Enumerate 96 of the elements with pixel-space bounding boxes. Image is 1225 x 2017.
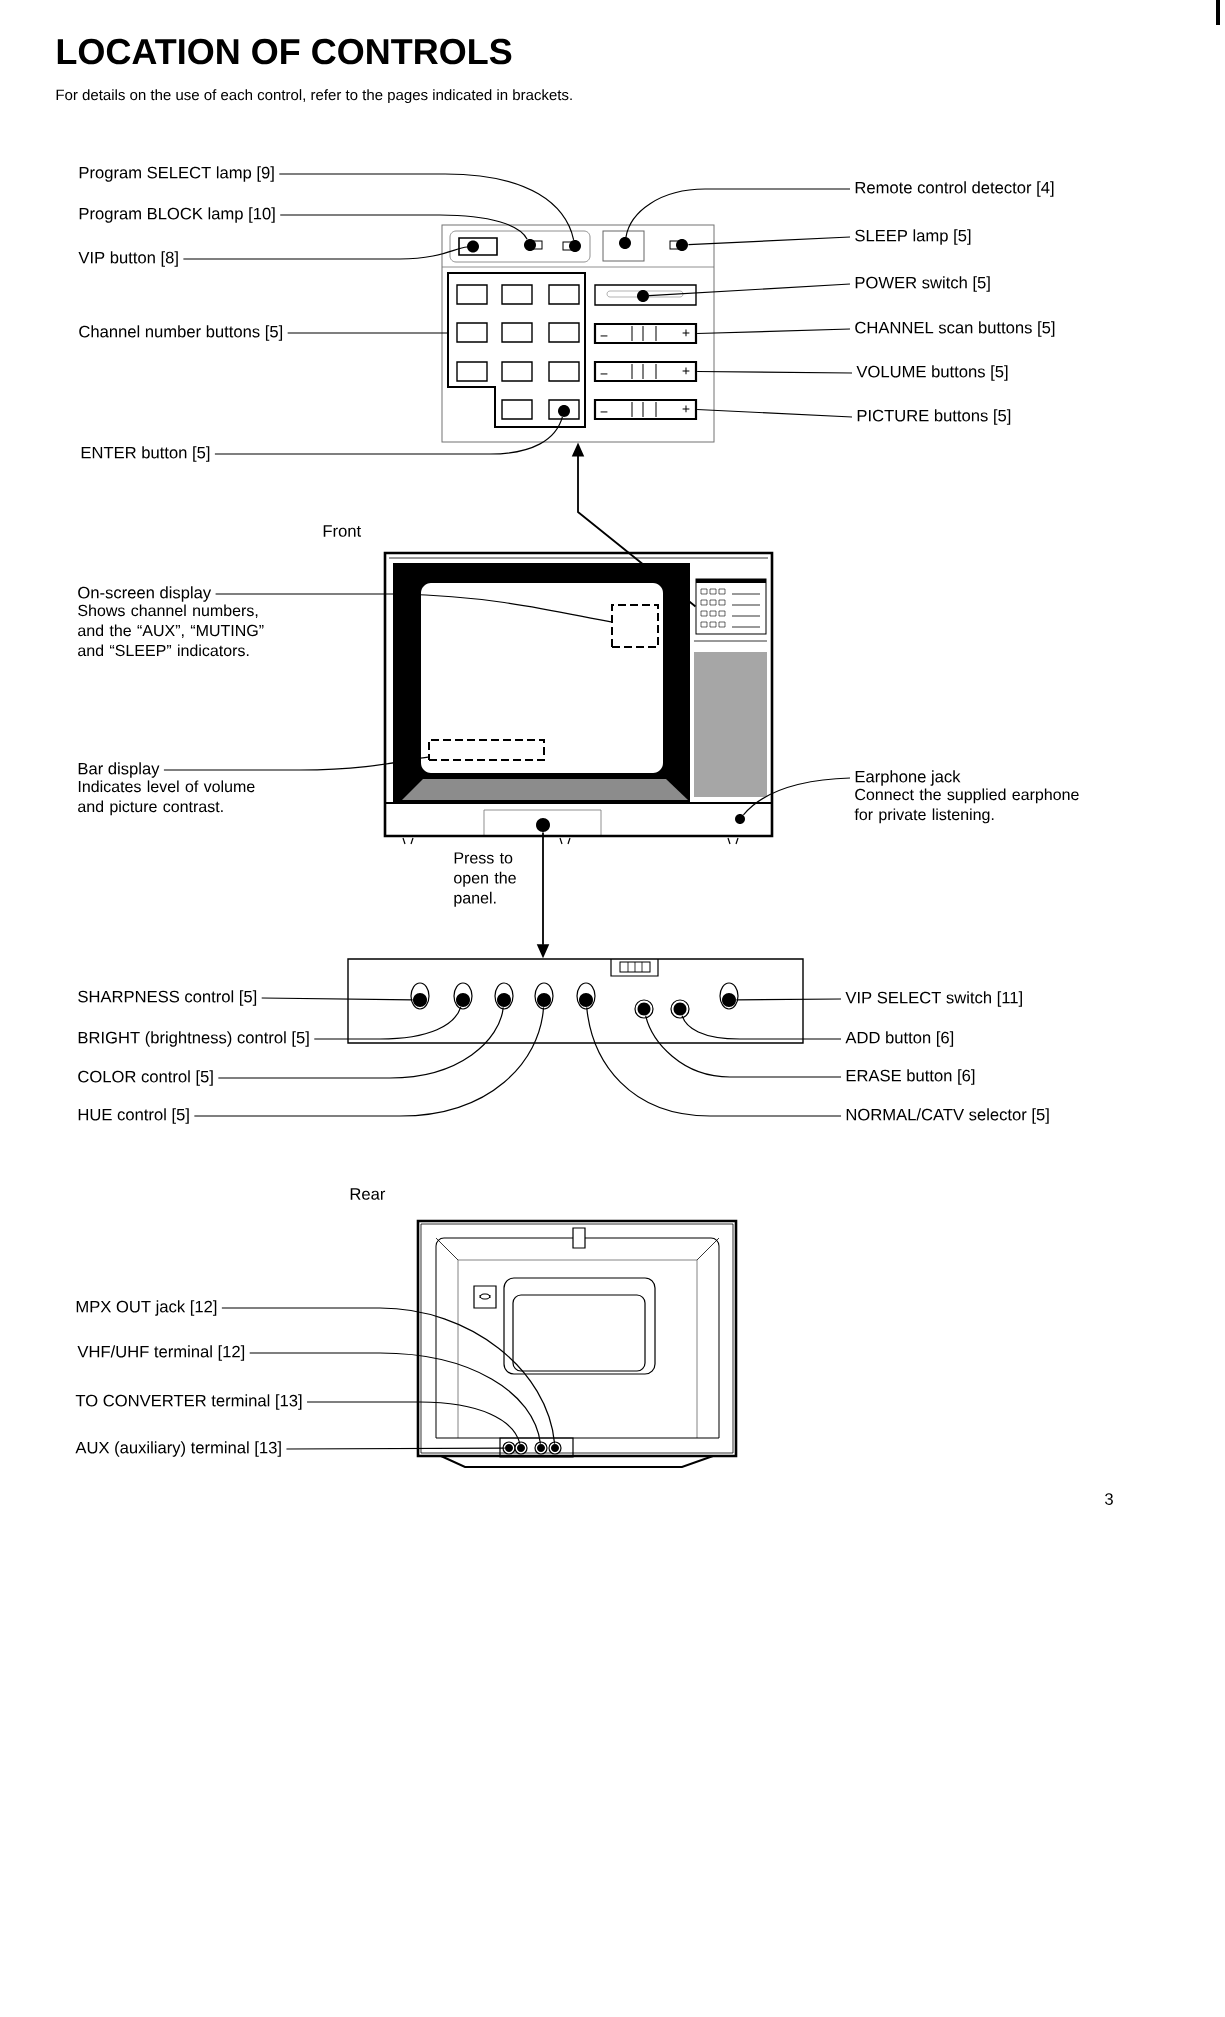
page-number: 3: [1105, 1493, 1113, 1505]
control-knob: [453, 982, 473, 1010]
control-knob: [719, 982, 739, 1010]
callout-label: AUX (auxiliary) terminal [13]: [75, 1441, 281, 1457]
intro-text: For details on the use of each control, refer to the pages indicated in brackets.: [56, 89, 572, 104]
callout-label: CHANNEL scan buttons [5]: [855, 321, 1055, 337]
leader-line: [221, 1307, 556, 1445]
indicator-lamp: [524, 239, 543, 251]
button-symbol: +: [682, 367, 690, 375]
leader-line: [742, 777, 851, 816]
callout-label: BRIGHT (brightness) control [5]: [78, 1031, 309, 1047]
button-symbol: −: [600, 373, 608, 375]
earphone-jack: [735, 814, 745, 824]
control-knob: [410, 982, 430, 1010]
dashed-frame: [611, 604, 659, 648]
callout-label: SHARPNESS control [5]: [78, 990, 257, 1006]
callout-description: Connect the supplied earphone for private listening.: [854, 788, 1079, 824]
leader-line: [696, 370, 853, 374]
leader-line: [182, 246, 468, 260]
button-symbol: −: [600, 335, 608, 337]
tv-rear-drawing: [416, 1219, 738, 1468]
power-switch: [594, 284, 697, 306]
callout-label: VOLUME buttons [5]: [856, 365, 1008, 381]
indicator-lamp: [669, 239, 688, 251]
tv-front-drawing: [383, 551, 774, 845]
push-button: [670, 999, 690, 1019]
vip-button: [458, 237, 498, 256]
leader-line: [648, 283, 851, 297]
callout-heading: Bar display: [78, 762, 160, 778]
control-knob: [576, 982, 596, 1010]
callout-label: ENTER button [5]: [81, 446, 210, 462]
callout-label: POWER switch [5]: [855, 276, 990, 292]
leader-line: [215, 593, 612, 623]
enter-key: [548, 399, 580, 420]
edge-label: Press to open the panel.: [449, 848, 538, 911]
title: LOCATION OF CONTROLS: [57, 38, 512, 65]
front-control-panel: [695, 578, 767, 635]
callout-heading: On-screen display: [78, 586, 212, 602]
view-caption: Rear: [350, 1188, 386, 1200]
leader-line: [681, 1015, 842, 1040]
sensor-window: [602, 230, 645, 262]
callout-label: Remote control detector [4]: [855, 181, 1054, 197]
leader-line: [645, 1015, 842, 1078]
callout-description: Shows channel numbers, and the “AUX”, “MUTING” and “SLEEP” indicators.: [78, 604, 264, 657]
callout-label: Channel number buttons [5]: [79, 325, 283, 341]
leader-line: [279, 214, 528, 240]
leader-line: [313, 1006, 462, 1040]
control-knob: [534, 982, 554, 1010]
leader-line: [285, 1447, 506, 1450]
leader-line: [586, 1006, 842, 1117]
leader-line: [193, 1006, 545, 1117]
callout-label: HUE control [5]: [78, 1108, 189, 1124]
rocker-button: [593, 360, 698, 383]
leader-line: [306, 1401, 521, 1445]
callout-label: MPX OUT jack [12]: [76, 1300, 217, 1316]
leader-line: [696, 408, 853, 418]
hidden-panel: [347, 958, 804, 1044]
callout-label: SLEEP lamp [5]: [855, 229, 971, 245]
push-button: [634, 999, 654, 1019]
view-caption: Front: [323, 525, 361, 537]
callout-heading: Earphone jack: [855, 770, 961, 786]
callout-label: VHF/UHF terminal [12]: [77, 1345, 245, 1361]
button-symbol: +: [682, 405, 690, 413]
push-point: [536, 818, 550, 832]
callout-label: ADD button [6]: [845, 1031, 954, 1047]
leader-line: [214, 416, 563, 455]
leader-line: [696, 328, 851, 335]
callout-description: Indicates level of volume and picture contrast.: [78, 780, 255, 816]
leader-line: [217, 1006, 504, 1079]
control-knob: [494, 982, 514, 1010]
leader-line: [278, 173, 575, 241]
leader-line: [261, 997, 414, 1001]
callout-label: Program BLOCK lamp [10]: [79, 207, 275, 223]
leader-line: [249, 1352, 542, 1445]
leader-line: [735, 998, 842, 1001]
callout-label: ERASE button [6]: [846, 1069, 975, 1085]
leader-line: [163, 756, 429, 771]
indicator-lamp: [562, 240, 581, 252]
callout-label: VIP button [8]: [78, 251, 178, 267]
rocker-button: [593, 398, 698, 421]
button-symbol: +: [682, 329, 690, 337]
terminal-jack: [548, 1441, 562, 1455]
leader-line: [687, 236, 851, 246]
button-symbol: −: [600, 411, 608, 413]
callout-label: Program SELECT lamp [9]: [79, 166, 274, 182]
callout-label: PICTURE buttons [5]: [857, 409, 1011, 425]
control-panel: [441, 224, 715, 443]
rocker-button: [593, 322, 698, 345]
callout-label: NORMAL/CATV selector [5]: [846, 1108, 1049, 1124]
leader-line: [287, 332, 449, 334]
callout-label: TO CONVERTER terminal [13]: [75, 1394, 302, 1410]
terminal-jack: [534, 1441, 548, 1455]
callout-label: VIP SELECT switch [11]: [845, 991, 1022, 1007]
leader-line: [625, 188, 851, 238]
dashed-frame: [428, 739, 545, 761]
callout-label: COLOR control [5]: [78, 1070, 213, 1086]
